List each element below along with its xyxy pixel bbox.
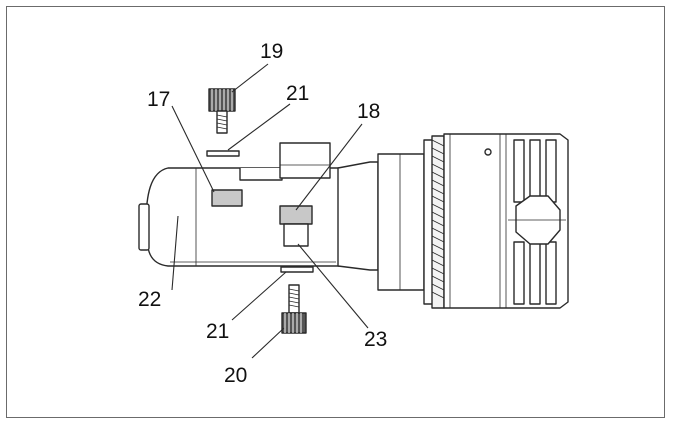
callout-21-bottom: 21	[206, 320, 229, 343]
connector-head	[443, 133, 569, 309]
callout-20: 20	[224, 364, 247, 387]
callout-19: 19	[260, 40, 283, 63]
part-17	[211, 189, 243, 207]
part-18	[279, 205, 313, 225]
upper-block	[279, 142, 331, 179]
knurled-ring	[431, 135, 445, 309]
leader-lines	[171, 63, 369, 359]
callout-23: 23	[364, 328, 387, 351]
callout-22: 22	[138, 288, 161, 311]
screw-20	[281, 284, 307, 334]
callout-18: 18	[357, 100, 380, 123]
screw-19	[208, 88, 236, 134]
washer-top	[206, 150, 240, 157]
washer-bottom	[280, 266, 314, 273]
callout-21-top: 21	[286, 82, 309, 105]
part-23	[283, 223, 309, 247]
connector-body	[337, 139, 439, 305]
callout-17: 17	[147, 88, 170, 111]
